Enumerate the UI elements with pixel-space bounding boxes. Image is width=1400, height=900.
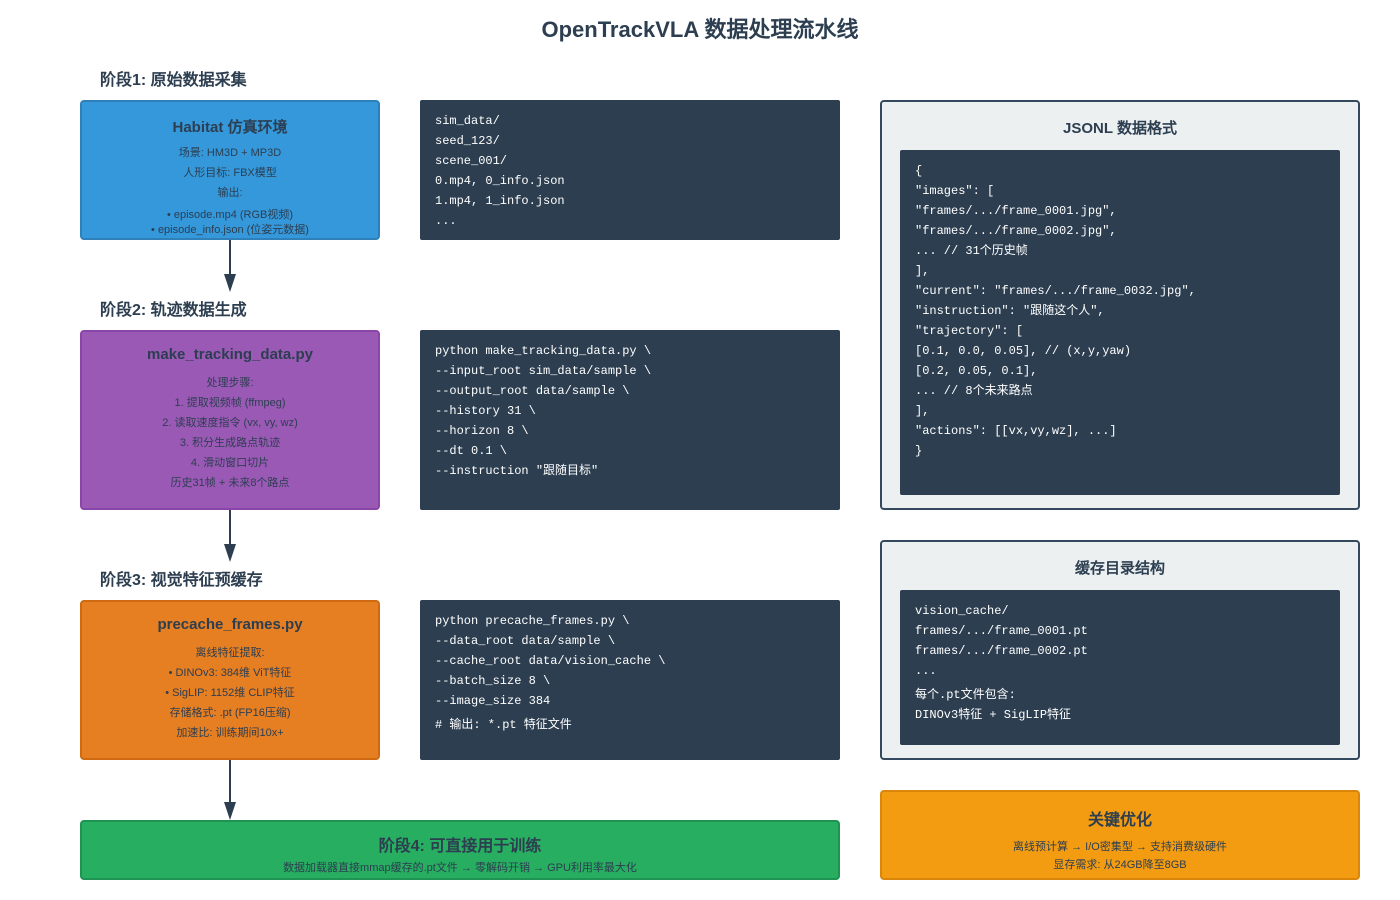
stage1-label: 阶段1: 原始数据采集 [100,72,247,89]
stage3-box-title: precache_frames.py [157,616,303,633]
optimization-box: 关键优化 离线预计算 → I/O密集型 → 支持消费级硬件 显存需求: 从24G… [880,790,1360,880]
code-line: python precache_frames.py \ [435,614,630,628]
stage1-box: Habitat 仿真环境 场景: HM3D + MP3D 人形目标: FBX模型… [80,100,380,240]
stage1-line: 人形目标: FBX模型 [183,167,277,179]
code-line: ], [915,404,930,418]
code-line: ], [915,264,930,278]
stage2-box-title: make_tracking_data.py [147,346,313,363]
stage3-line: 离线特征提取: [195,647,265,659]
cache-structure-panel: 缓存目录结构 vision_cache/ frames/.../frame_00… [880,540,1360,760]
stage3-label: 阶段3: 视觉特征预缓存 [100,572,263,589]
jsonl-code-block: { "images": [ "frames/.../frame_0001.jpg… [900,150,1340,495]
code-line: --output_root data/sample \ [435,384,630,398]
code-line: scene_001/ [435,154,508,168]
code-line: ... // 8个未来路点 [915,384,1033,398]
stage3-line: • DINOv3: 384维 ViT特征 [168,667,292,679]
optimization-title: 关键优化 [1087,812,1152,829]
code-line: "images": [ [915,184,995,198]
stage2-label: 阶段2: 轨迹数据生成 [100,302,247,319]
arrow-down-icon [224,510,236,562]
code-line: --data_root data/sample \ [435,634,616,648]
stage2-box-lines: 处理步骤: 1. 提取视频帧 (ffmpeg) 2. 读取速度指令 (vx, v… [82,373,378,493]
stage4-desc: 数据加载器直接mmap缓存的.pt文件 → 零解码开销 → GPU利用率最大化 [283,862,637,874]
stage2-line: 历史31帧 + 未来8个路点 [170,477,290,489]
optimization-line: 显存需求: 从24GB降至8GB [1053,859,1187,871]
code-line: python make_tracking_data.py \ [435,344,652,358]
code-line: ... [915,664,937,678]
cache-code-block: vision_cache/ frames/.../frame_0001.pt f… [900,590,1340,745]
code-line: "actions": [[vx,vy,wz], ...] [915,424,1117,438]
jsonl-panel-title: JSONL 数据格式 [1063,120,1177,137]
stage3-box: precache_frames.py 离线特征提取: • DINOv3: 384… [80,600,380,760]
code-comment: # 输出: *.pt 特征文件 [435,718,572,732]
code-line: sim_data/ [435,114,500,128]
code-line: --horizon 8 \ [435,424,529,438]
optimization-lines: 离线预计算 → I/O密集型 → 支持消费级硬件 显存需求: 从24GB降至8G… [882,838,1358,874]
stage2-line: 3. 积分生成路点轨迹 [179,437,281,449]
stage4-box: 阶段4: 可直接用于训练 数据加载器直接mmap缓存的.pt文件 → 零解码开销… [80,820,840,880]
code-line: --cache_root data/vision_cache \ [435,654,666,668]
stage2-line: 1. 提取视频帧 (ffmpeg) [174,397,286,409]
stage3-line: • SigLIP: 1152维 CLIP特征 [165,687,295,699]
optimization-line: 离线预计算 → I/O密集型 → 支持消费级硬件 [1013,841,1227,853]
code-line: "frames/.../frame_0001.jpg", [915,204,1117,218]
code-line: "instruction": "跟随这个人", [915,304,1105,318]
stage2-line: 处理步骤: [206,377,254,389]
stage1-line: 场景: HM3D + MP3D [178,147,282,159]
code-line: } [915,444,923,458]
stage1-line: 输出: [217,187,243,199]
code-note: DINOv3特征 + SigLIP特征 [915,708,1072,722]
code-line: --dt 0.1 \ [435,444,508,458]
stage1-box-lines: 场景: HM3D + MP3D 人形目标: FBX模型 输出: • episod… [82,143,378,237]
code-line: "frames/.../frame_0002.jpg", [915,224,1117,238]
stage2-line: 2. 读取速度指令 (vx, vy, wz) [162,417,298,429]
stage2-code-block: python make_tracking_data.py \ --input_r… [420,330,840,510]
code-line: ... [435,214,457,228]
cache-panel-title: 缓存目录结构 [1074,560,1165,577]
stage3-line: 加速比: 训练期间10x+ [176,727,284,739]
code-line: --input_root sim_data/sample \ [435,364,652,378]
code-line: [0.1, 0.0, 0.05], // (x,y,yaw) [915,344,1132,358]
code-line: --history 31 \ [435,404,536,418]
code-line: { [915,164,923,178]
stage2-line: 4. 滑动窗口切片 [190,457,270,469]
code-note: 每个.pt文件包含: [915,688,1016,702]
stage3-code-block: python precache_frames.py \ --data_root … [420,600,840,760]
stage3-line: 存储格式: .pt (FP16压缩) [169,707,291,719]
code-line: 0.mp4, 0_info.json [435,174,565,188]
code-line: frames/.../frame_0002.pt [915,644,1088,658]
code-line: vision_cache/ [915,604,1009,618]
stage3-box-lines: 离线特征提取: • DINOv3: 384维 ViT特征 • SigLIP: 1… [82,643,378,743]
code-line: [0.2, 0.05, 0.1], [915,364,1038,378]
jsonl-format-panel: JSONL 数据格式 { "images": [ "frames/.../fra… [880,100,1360,510]
code-line: frames/.../frame_0001.pt [915,624,1088,638]
stage1-box-title: Habitat 仿真环境 [172,119,288,136]
code-line: --image_size 384 [435,694,551,708]
stage1-line: • episode.mp4 (RGB视频) [166,209,294,221]
code-line: "trajectory": [ [915,324,1024,338]
arrow-down-icon [224,760,236,820]
arrow-down-icon [224,240,236,292]
code-line: "current": "frames/.../frame_0032.jpg", [915,284,1196,298]
stage4-title: 阶段4: 可直接用于训练 [378,838,542,855]
code-line: 1.mp4, 1_info.json [435,194,565,208]
code-line: seed_123/ [435,134,500,148]
stage1-code-block: sim_data/ seed_123/ scene_001/ 0.mp4, 0_… [420,100,840,240]
code-line: ... // 31个历史帧 [915,244,1028,258]
stage1-line: • episode_info.json (位姿元数据) [151,224,309,236]
code-line: --instruction "跟随目标" [435,464,599,478]
stage2-box: make_tracking_data.py 处理步骤: 1. 提取视频帧 (ff… [80,330,380,510]
code-line: --batch_size 8 \ [435,674,551,688]
diagram-title: OpenTrackVLA 数据处理流水线 [541,17,859,42]
